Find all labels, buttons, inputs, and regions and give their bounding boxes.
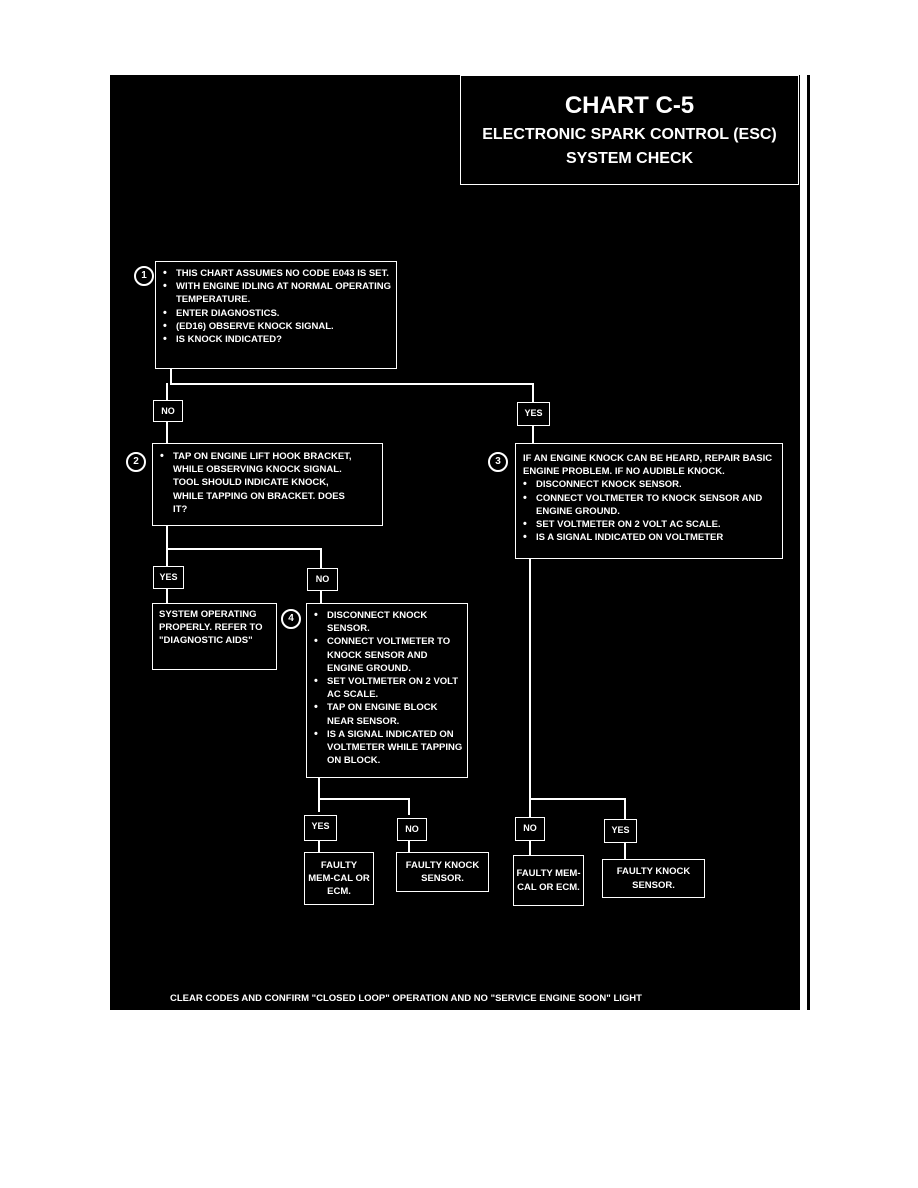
step4-bullet: SET VOLTMETER ON 2 VOLT AC SCALE. — [311, 675, 463, 701]
step3-bullet: CONNECT VOLTMETER TO KNOCK SENSOR AND EN… — [520, 492, 778, 518]
step2-bullet: TAP ON ENGINE LIFT HOOK BRACKET, WHILE O… — [157, 450, 378, 516]
connector-line — [166, 526, 168, 549]
step1-box: THIS CHART ASSUMES NO CODE E043 IS SET. … — [155, 261, 397, 369]
connector-line — [166, 548, 322, 550]
step4-bullet: TAP ON ENGINE BLOCK NEAR SENSOR. — [311, 701, 463, 727]
step2-no-label: NO — [307, 568, 338, 591]
step-number-4: 4 — [281, 609, 301, 629]
connector-line — [408, 798, 410, 815]
connector-line — [318, 840, 320, 852]
step4-no-label: NO — [397, 818, 427, 841]
connector-line — [624, 798, 626, 819]
step1-bullet: THIS CHART ASSUMES NO CODE E043 IS SET. — [160, 267, 392, 280]
step-number-3: 3 — [488, 452, 508, 472]
step4-yes-label: YES — [304, 815, 337, 841]
connector-line — [166, 421, 168, 444]
chart-subtitle-line2: SYSTEM CHECK — [565, 150, 694, 167]
connector-line — [320, 548, 322, 569]
connector-line — [318, 798, 410, 800]
faulty-sensor-text-b: FAULTY KNOCK SENSOR. — [616, 866, 691, 891]
step1-bullet: ENTER DIAGNOSTICS. — [160, 307, 392, 320]
step-number-1: 1 — [134, 266, 154, 286]
step2-yes-label: YES — [153, 566, 184, 589]
connector-line — [532, 425, 534, 443]
step2-box: TAP ON ENGINE LIFT HOOK BRACKET, WHILE O… — [152, 443, 383, 526]
connector-line — [166, 589, 168, 603]
connector-line — [529, 798, 531, 817]
connector-line — [166, 383, 168, 401]
connector-line — [408, 840, 410, 852]
step1-bullet: WITH ENGINE IDLING AT NORMAL OPERATING T… — [160, 280, 392, 306]
connector-line — [532, 383, 534, 403]
step4-box: DISCONNECT KNOCK SENSOR. CONNECT VOLTMET… — [306, 603, 468, 778]
faulty-sensor-text-a: FAULTY KNOCK SENSOR. — [405, 859, 480, 884]
faulty-sensor-box-b: FAULTY KNOCK SENSOR. — [602, 859, 705, 898]
connector-line — [529, 840, 531, 855]
connector-line — [318, 798, 320, 812]
faulty-memcal-box-a: FAULTY MEM-CAL OR ECM. — [304, 852, 374, 905]
faulty-memcal-box-b: FAULTY MEM-CAL OR ECM. — [513, 855, 584, 906]
faulty-memcal-text-b: FAULTY MEM-CAL OR ECM. — [516, 868, 581, 893]
step3-bullet: DISCONNECT KNOCK SENSOR. — [520, 478, 778, 491]
step1-bullet: IS KNOCK INDICATED? — [160, 333, 392, 346]
chart-title: CHART C-5 — [564, 92, 695, 119]
step4-bullet: IS A SIGNAL INDICATED ON VOLTMETER WHILE… — [311, 728, 463, 768]
system-ok-box: SYSTEM OPERATING PROPERLY. REFER TO "DIA… — [152, 603, 277, 670]
step3-bullet: SET VOLTMETER ON 2 VOLT AC SCALE. — [520, 518, 778, 531]
step4-bullet: CONNECT VOLTMETER TO KNOCK SENSOR AND EN… — [311, 635, 463, 675]
step1-bullet: (ED16) OBSERVE KNOCK SIGNAL. — [160, 320, 392, 333]
step1-no-label: NO — [153, 400, 183, 422]
connector-line — [320, 590, 322, 603]
step3-intro: IF AN ENGINE KNOCK CAN BE HEARD, REPAIR … — [523, 453, 773, 478]
connector-line — [170, 369, 172, 384]
footer-instruction: CLEAR CODES AND CONFIRM "CLOSED LOOP" OP… — [170, 993, 642, 1004]
step3-bullet: IS A SIGNAL INDICATED ON VOLTMETER — [520, 531, 778, 544]
connector-line — [166, 548, 168, 567]
step1-yes-label: YES — [517, 402, 550, 426]
faulty-sensor-box-a: FAULTY KNOCK SENSOR. — [396, 852, 489, 892]
title-box: CHART C-5 ELECTRONIC SPARK CONTROL (ESC)… — [460, 75, 799, 185]
step-number-2: 2 — [126, 452, 146, 472]
sheet-edge-strip — [800, 75, 807, 1010]
flowchart-sheet: CHART C-5 ELECTRONIC SPARK CONTROL (ESC)… — [110, 75, 810, 1010]
connector-line — [170, 383, 533, 385]
step4-bullet: DISCONNECT KNOCK SENSOR. — [311, 609, 463, 635]
connector-line — [529, 798, 626, 800]
connector-line — [529, 559, 531, 800]
step3-no-label: NO — [515, 817, 545, 841]
step3-yes-label: YES — [604, 819, 637, 843]
connector-line — [318, 778, 320, 800]
system-ok-text: SYSTEM OPERATING PROPERLY. REFER TO "DIA… — [159, 609, 263, 647]
chart-subtitle-line1: ELECTRONIC SPARK CONTROL (ESC) — [482, 126, 777, 143]
faulty-memcal-text-a: FAULTY MEM-CAL OR ECM. — [308, 859, 370, 898]
step3-box: IF AN ENGINE KNOCK CAN BE HEARD, REPAIR … — [515, 443, 783, 559]
connector-line — [624, 842, 626, 859]
